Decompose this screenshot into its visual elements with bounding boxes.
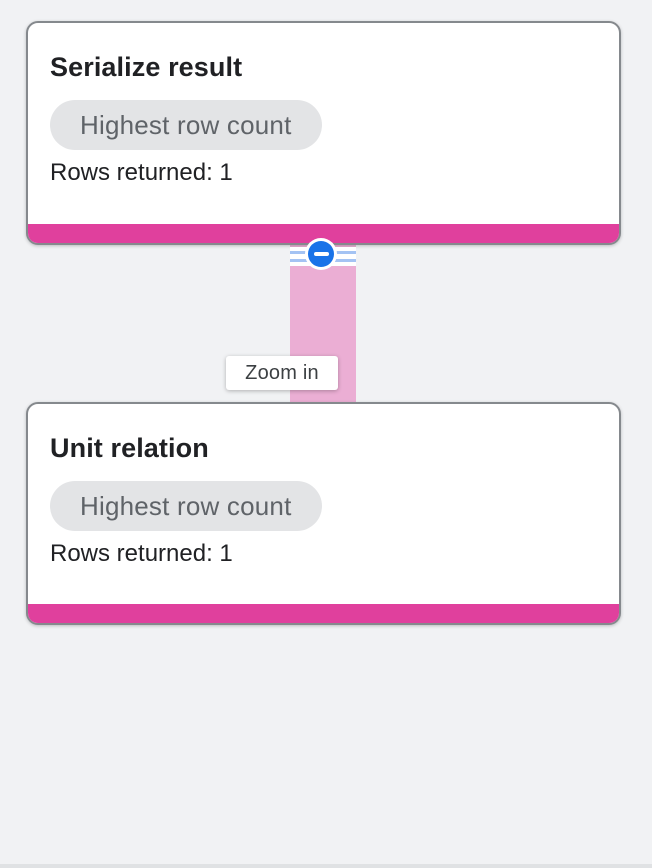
stage-title: Serialize result [50,52,243,82]
zoom-in-tooltip: Zoom in [226,356,338,390]
stage-node-unit-relation[interactable]: Unit relation Highest row count Rows ret… [26,402,621,625]
highest-row-count-badge: Highest row count [50,100,322,150]
stage-node-serialize-result[interactable]: Serialize result Highest row count Rows … [26,21,621,245]
minus-icon [313,252,329,256]
bottom-edge-shadow [0,864,652,868]
collapse-edge-button[interactable] [305,238,337,270]
rows-returned-label: Rows returned: 1 [50,159,233,186]
stage-status-bar [28,604,619,623]
rows-returned-label: Rows returned: 1 [50,540,233,567]
stage-status-bar [28,224,619,243]
stage-title: Unit relation [50,433,209,463]
minus-circle-icon [308,241,334,267]
highest-row-count-badge: Highest row count [50,481,322,531]
